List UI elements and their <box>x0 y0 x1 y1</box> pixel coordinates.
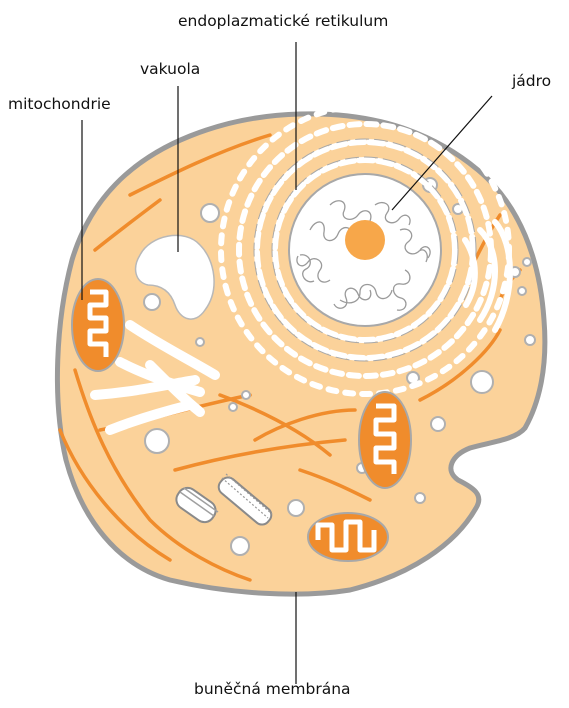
label-nucleus: jádro <box>512 74 551 90</box>
label-vacuole: vakuola <box>140 62 200 78</box>
mitochondrion-bottom <box>308 513 388 561</box>
label-mitochondria: mitochondrie <box>8 97 111 113</box>
mitochondrion-center <box>359 392 411 488</box>
label-membrane: buněčná membrána <box>194 682 351 698</box>
mitochondrion-left <box>72 279 124 371</box>
label-er: endoplazmatické retikulum <box>178 14 388 30</box>
nucleolus <box>345 220 385 260</box>
